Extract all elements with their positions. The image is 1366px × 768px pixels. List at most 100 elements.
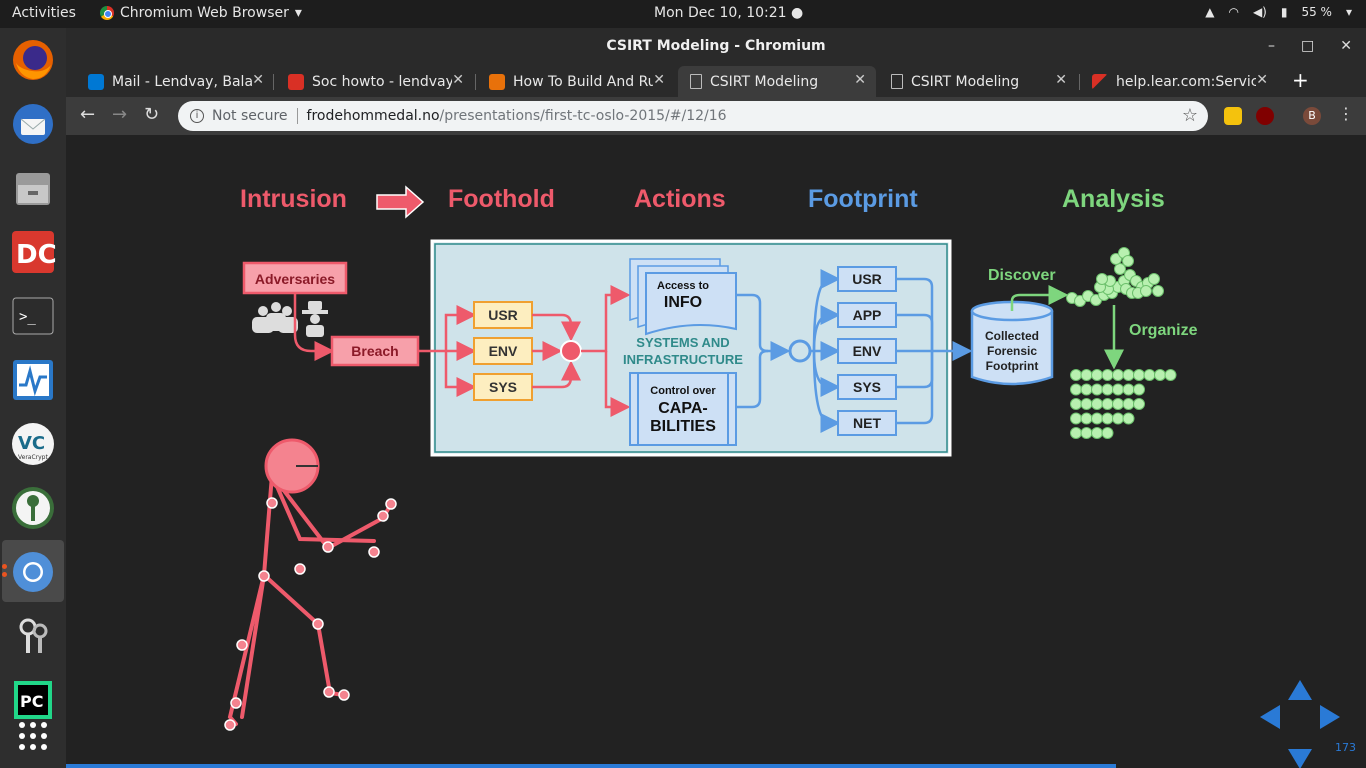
tab-title: Mail - Lendvay, Bala (112, 73, 252, 90)
reload-button[interactable]: ↻ (144, 104, 160, 125)
footprint-app-label: APP (853, 307, 882, 323)
systems-label-2: INFRASTRUCTURE (623, 352, 743, 367)
organize-label: Organize (1129, 322, 1198, 339)
outlook-icon (88, 73, 104, 90)
tab-title: help.lear.com:Servic (1116, 73, 1256, 90)
notification-dot-icon: ● (791, 5, 804, 21)
tab-title: CSIRT Modeling (710, 73, 819, 90)
footprint-sys-label: SYS (853, 379, 881, 395)
url-path: /presentations/first-tc-oslo-2015/#/12/1… (439, 108, 727, 124)
bookmark-star-icon[interactable]: ☆ (1181, 105, 1198, 126)
forward-button[interactable]: → (112, 104, 128, 125)
tab-help-lear[interactable]: help.lear.com:Servic ✕ (1080, 66, 1278, 97)
menu-kebab-icon[interactable]: ⋮ (1338, 104, 1354, 123)
slide-diagram: Intrusion Foothold Actions Footprint Ana… (224, 185, 1340, 768)
tab-strip: Mail - Lendvay, Bala ✕ Soc howto - lendv… (66, 64, 1366, 97)
files-icon[interactable] (9, 164, 57, 212)
nav-down-icon[interactable] (1288, 749, 1312, 768)
pycharm-icon[interactable]: PC (9, 676, 57, 724)
tab-mail[interactable]: Mail - Lendvay, Bala ✕ (76, 66, 274, 97)
tab-close-icon[interactable]: ✕ (1256, 72, 1268, 88)
junction-red (560, 340, 582, 362)
servicenow-icon (1092, 73, 1108, 90)
tab-csirt-modeling-active[interactable]: CSIRT Modeling ✕ (678, 66, 876, 97)
gmail-icon (288, 73, 304, 90)
spy-icon (302, 301, 328, 337)
big-right-arrow-icon (376, 185, 425, 219)
tab-csirt-modeling[interactable]: CSIRT Modeling ✕ (879, 66, 1077, 97)
heading-actions: Actions (634, 185, 726, 213)
tab-close-icon[interactable]: ✕ (854, 72, 866, 88)
app-menu[interactable]: Chromium Web Browser ▾ (100, 5, 302, 21)
svg-text:VC: VC (18, 433, 45, 454)
doublecmd-icon[interactable]: DC (9, 228, 57, 276)
tab-title: How To Build And Ru (513, 73, 653, 90)
info-icon[interactable]: i (190, 109, 204, 123)
security-indicator: Not secure (212, 108, 288, 124)
firefox-icon[interactable] (9, 36, 57, 84)
footprint-net-label: NET (853, 415, 881, 431)
terminal-icon[interactable]: >_ (9, 292, 57, 340)
battery-percent: 55 % (1301, 5, 1332, 19)
adversaries-box (242, 261, 348, 295)
nav-left-icon[interactable] (1260, 705, 1280, 729)
window-controls: – □ ✕ (1268, 28, 1352, 64)
ublock-icon[interactable] (1256, 107, 1274, 125)
passwords-keys-icon[interactable] (9, 612, 57, 660)
browser-window: CSIRT Modeling - Chromium – □ ✕ Mail - L… (66, 28, 1366, 768)
minimize-button[interactable]: – (1268, 38, 1276, 54)
stick-figure-joints (224, 497, 397, 731)
nav-up-icon[interactable] (1288, 680, 1312, 700)
close-button[interactable]: ✕ (1340, 38, 1352, 54)
clock[interactable]: Mon Dec 10, 10:21 ● (654, 5, 803, 21)
tab-soc-howto[interactable]: Soc howto - lendvay ✕ (276, 66, 474, 97)
collected-label-1: Collected (985, 329, 1039, 343)
nav-right-icon[interactable] (1320, 705, 1340, 729)
slide-content: Intrusion Foothold Actions Footprint Ana… (66, 135, 1366, 768)
control-over-label: Control over (650, 385, 716, 397)
activities-button[interactable]: Activities (12, 5, 76, 21)
breach-label: Breach (351, 343, 398, 359)
address-bar[interactable]: i Not secure frodehommedal.no/presentati… (178, 101, 1208, 131)
footprint-env-box (837, 338, 897, 364)
profile-avatar[interactable]: B (1303, 107, 1321, 125)
tab-separator (273, 74, 274, 90)
document-icon (690, 74, 702, 89)
tab-close-icon[interactable]: ✕ (1055, 72, 1067, 88)
collected-label-3: Footprint (986, 359, 1039, 373)
organized-dots (1070, 369, 1177, 439)
tab-close-icon[interactable]: ✕ (452, 72, 464, 88)
bilities-label: BILITIES (650, 418, 716, 435)
search-icon (489, 73, 505, 90)
tab-close-icon[interactable]: ✕ (653, 72, 665, 88)
maximize-button[interactable]: □ (1301, 38, 1315, 54)
footprint-usr-label: USR (852, 271, 882, 287)
window-titlebar[interactable]: CSIRT Modeling - Chromium – □ ✕ (66, 28, 1366, 64)
thunderbird-icon[interactable] (9, 100, 57, 148)
foothold-usr-box (473, 301, 533, 329)
tab-how-to-build[interactable]: How To Build And Ru ✕ (477, 66, 675, 97)
extension-notes-icon[interactable] (1224, 107, 1242, 125)
footprint-env-label: ENV (853, 343, 882, 359)
new-tab-button[interactable]: + (1292, 68, 1309, 92)
chromium-dock-icon[interactable] (9, 548, 57, 596)
status-area[interactable]: ▲ ◠ ◀) ▮ 55 % ▾ (1205, 5, 1352, 19)
adversaries-label: Adversaries (255, 271, 335, 287)
slide-progress-bar (66, 764, 1116, 768)
slide-number: 173 (1335, 741, 1356, 754)
browser-toolbar: ← → ↻ i Not secure frodehommedal.no/pres… (66, 97, 1366, 135)
foothold-usr-label: USR (488, 307, 518, 323)
clock-text: Mon Dec 10, 10:21 (654, 5, 787, 21)
info-label: INFO (664, 294, 702, 311)
svg-text:>_: >_ (19, 309, 36, 325)
back-button[interactable]: ← (80, 104, 96, 125)
app-menu-label: Chromium Web Browser (120, 5, 289, 21)
chromium-icon (100, 6, 114, 20)
system-monitor-icon[interactable] (9, 356, 57, 404)
tab-close-icon[interactable]: ✕ (252, 72, 264, 88)
show-applications-icon[interactable] (9, 712, 57, 760)
keepass-icon[interactable] (9, 484, 57, 532)
scattered-dots (1066, 247, 1164, 307)
